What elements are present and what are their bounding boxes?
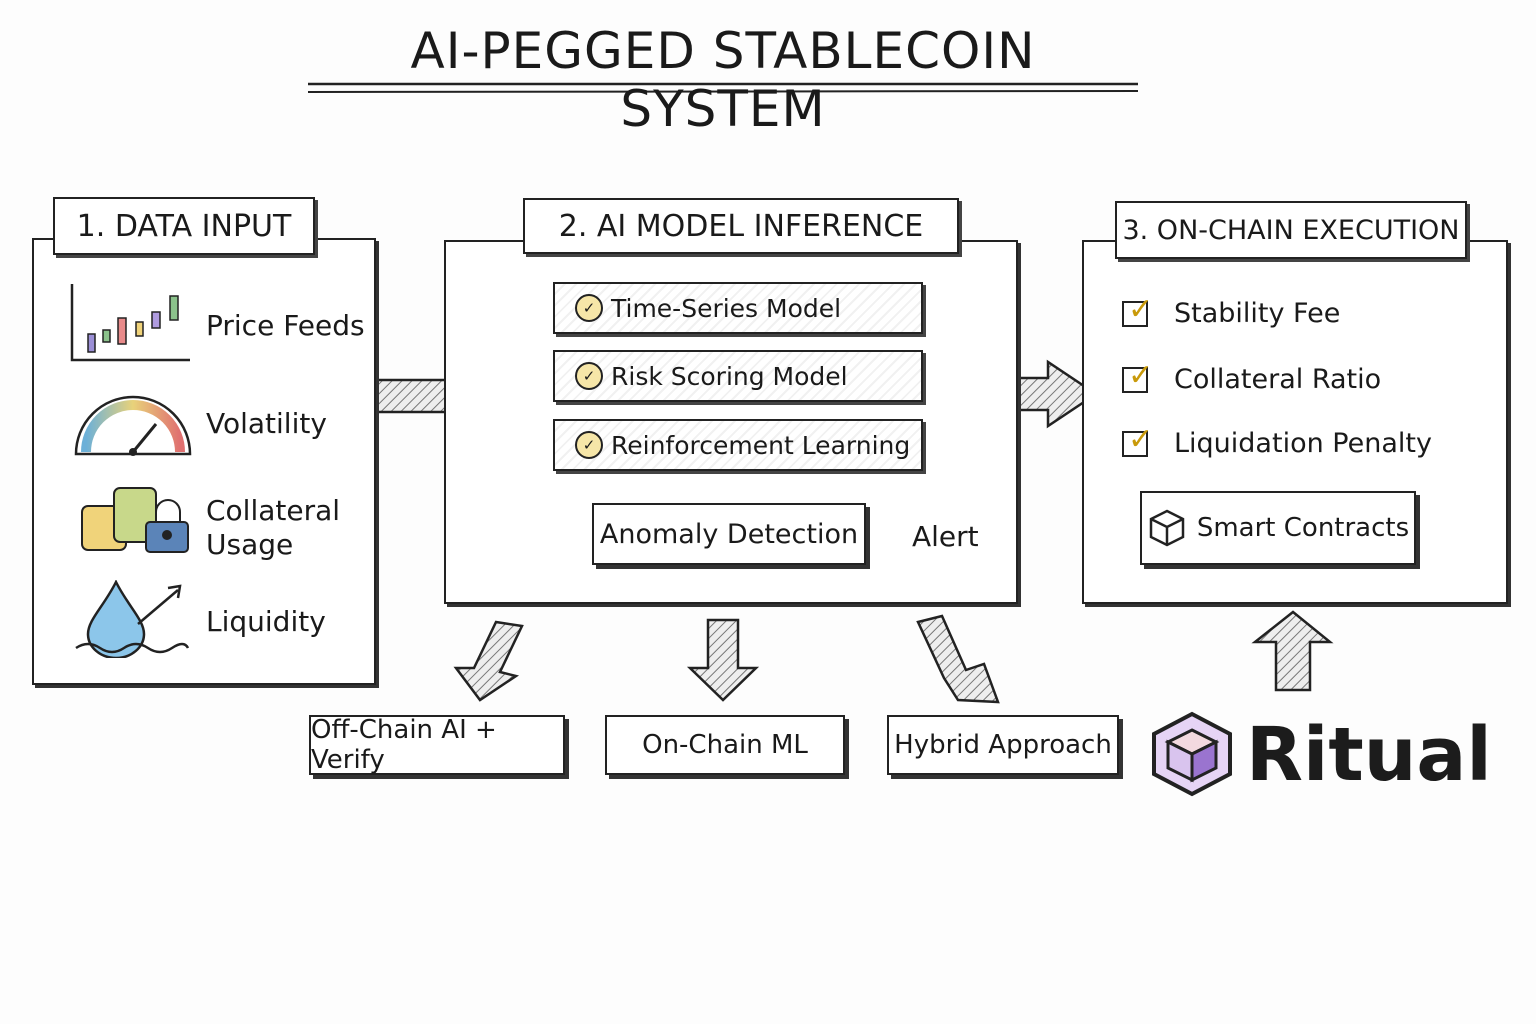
model-label: Time-Series Model [611, 293, 842, 323]
checkbox-checked-icon: ✓ [1122, 360, 1153, 393]
liquidity-label: Liquidity [206, 605, 326, 638]
off-chain-ai-verify-box: Off-Chain AI + Verify [309, 715, 565, 775]
ai-model-header: 2. AI MODEL INFERENCE [523, 198, 959, 254]
collateral-usage-label: Collateral Usage [206, 494, 341, 561]
on-chain-ml-box: On-Chain ML [605, 715, 845, 775]
time-series-model: ✓ Time-Series Model [553, 282, 923, 334]
anomaly-detection-box: Anomaly Detection [592, 503, 866, 565]
check-circle-icon: ✓ [575, 294, 603, 322]
check-circle-icon: ✓ [575, 431, 603, 459]
reinforcement-learning-model: ✓ Reinforcement Learning [553, 419, 923, 471]
water-drop-icon [75, 580, 190, 658]
stability-fee-item: ✓ Stability Fee [1122, 294, 1341, 329]
item-label: Liquidation Penalty [1174, 428, 1432, 459]
smart-contracts-box: Smart Contracts [1140, 491, 1416, 565]
hybrid-approach-box: Hybrid Approach [887, 715, 1119, 775]
item-label: Collateral Ratio [1174, 364, 1382, 395]
volatility-label: Volatility [206, 407, 327, 440]
collateral-ratio-item: ✓ Collateral Ratio [1122, 360, 1382, 395]
risk-scoring-model: ✓ Risk Scoring Model [553, 350, 923, 402]
model-label: Risk Scoring Model [611, 361, 848, 391]
data-input-panel [32, 238, 376, 685]
arrow-down-offchain [453, 620, 524, 702]
arrow-down-onchain [686, 618, 760, 702]
price-feeds-label: Price Feeds [206, 309, 365, 342]
data-input-header: 1. DATA INPUT [53, 197, 315, 255]
page-title: AI-PEGGED STABLECOIN SYSTEM [410, 22, 1036, 138]
alert-label: Alert [912, 520, 979, 553]
ritual-logo-icon [1152, 711, 1232, 797]
checkbox-checked-icon: ✓ [1122, 424, 1153, 457]
arrow-up-ritual [1251, 610, 1334, 692]
model-label: Reinforcement Learning [611, 430, 911, 460]
ritual-brand-name: Ritual [1246, 712, 1492, 798]
coins-lock-icon [81, 487, 189, 553]
item-label: Stability Fee [1174, 298, 1341, 329]
liquidation-penalty-item: ✓ Liquidation Penalty [1122, 424, 1432, 459]
candlestick-chart-icon [70, 284, 190, 362]
checkbox-checked-icon: ✓ [1122, 294, 1153, 327]
check-circle-icon: ✓ [575, 362, 603, 390]
arrow-down-hybrid [916, 614, 1000, 704]
gauge-icon [74, 395, 192, 456]
on-chain-execution-header: 3. ON-CHAIN EXECUTION [1115, 201, 1467, 259]
cube-icon [1149, 509, 1185, 547]
smart-contracts-label: Smart Contracts [1196, 513, 1410, 543]
